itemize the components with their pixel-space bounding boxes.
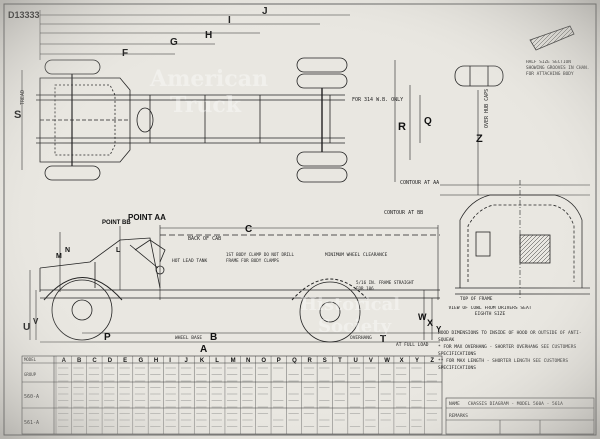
dim-Z: Z — [476, 133, 483, 145]
dim-M: M — [56, 253, 62, 260]
dim-V: V — [33, 317, 39, 326]
watermark-line: American — [149, 66, 268, 92]
cowl-caption-wrap: VIEW OF COWL FROM DRIVERS SEAT EIGHTH SI… — [448, 306, 532, 317]
watermark-line: Truck — [170, 92, 242, 118]
dim-I: I — [228, 15, 231, 26]
dim-U: U — [23, 322, 30, 333]
cowl-view — [440, 180, 590, 300]
table-col-header: P — [277, 358, 281, 364]
table-col-header: R — [307, 358, 312, 364]
table-row-header: 560-A — [24, 394, 39, 400]
table-col-header: H — [154, 358, 158, 364]
table-col-header: L — [215, 358, 219, 364]
table-col-header: D — [108, 358, 113, 364]
table-row-header: 561-A — [24, 420, 39, 426]
half-size-section-note: HALF SIZE SECTION SHOWING GROOVES IN CHA… — [526, 60, 590, 77]
table-col-header: U — [354, 358, 358, 364]
dim-R: R — [398, 121, 406, 133]
table-col-header: O — [261, 358, 266, 364]
hot-lead-note: HOT LEAD TANK — [172, 258, 208, 264]
dim-W: W — [418, 312, 427, 322]
title-name-label: NAME — [449, 401, 460, 407]
body-clamp-note: 1ST BODY CLAMP DO NOT DRILL FRAME FOR BO… — [226, 252, 295, 263]
dim-J: J — [262, 6, 268, 17]
dim-A: A — [200, 344, 207, 355]
dim-B: B — [210, 332, 217, 343]
dim-C: C — [245, 224, 252, 235]
table-row-header: MODEL — [24, 357, 37, 362]
dim-N: N — [65, 247, 70, 254]
watermark: American Truck Historical Society — [149, 66, 400, 337]
spec-note: HOOD DIMENSIONS TO INSIDE OF HOOD OR OUT… — [438, 331, 582, 343]
table-col-header: B — [77, 358, 82, 364]
dimension-table-grid — [21, 355, 443, 435]
title-remarks-label: REMARKS — [449, 413, 468, 419]
table-col-header: E — [123, 358, 127, 364]
dim-P: P — [104, 332, 111, 343]
dim-F: F — [122, 48, 128, 59]
spec-note: * FOR MAX OVERHANG - SHORTER OVERHANG SE… — [438, 345, 577, 357]
point-aa-label: POINT AA — [128, 213, 166, 222]
top-of-frame-label: TOP OF FRAME — [460, 296, 493, 302]
dim-S: S — [14, 109, 21, 121]
watermark-line: Society — [318, 316, 392, 337]
contour-bb-label: CONTOUR AT BB — [384, 210, 423, 216]
tread-label: TREAD — [20, 90, 26, 105]
table-col-header: Y — [415, 358, 419, 364]
dim-H: H — [205, 30, 212, 41]
drawing-number: D13333 — [8, 10, 40, 20]
table-col-header: J — [185, 358, 188, 364]
body-clamp-note-wrap: 1ST BODY CLAMP DO NOT DRILL FRAME FOR BO… — [226, 252, 295, 263]
table-col-header: A — [62, 358, 67, 364]
table-col-header: V — [369, 358, 373, 364]
spec-notes-wrap: HOOD DIMENSIONS TO INSIDE OF HOOD OR OUT… — [438, 330, 594, 372]
table-col-header: T — [338, 358, 342, 364]
dim-L: L — [116, 247, 121, 254]
over-hub-caps-label: OVER HUB CAPS — [484, 89, 490, 128]
table-col-header: C — [92, 358, 97, 364]
back-of-cab-note: BACK OF CAB — [188, 236, 221, 242]
spec-notes: HOOD DIMENSIONS TO INSIDE OF HOOD OR OUT… — [438, 330, 594, 372]
dim-G: G — [170, 37, 178, 48]
dimension-table-fills — [58, 367, 437, 427]
table-col-header: K — [200, 358, 205, 364]
wheel-base-note: WHEEL BASE — [175, 335, 202, 341]
wheel-clearance-note: MINIMUM WHEEL CLEARANCE — [325, 252, 388, 258]
table-col-header: Q — [292, 358, 297, 364]
table-col-header: W — [384, 358, 390, 364]
frame-width-note: FOR 314 W.B. ONLY — [352, 97, 403, 103]
table-col-header: X — [400, 358, 404, 364]
table-col-header: Z — [430, 358, 434, 364]
channel-section-detail — [454, 25, 575, 195]
full-load-note: AT FULL LOAD — [396, 342, 429, 348]
watermark-line: Historical — [300, 294, 400, 315]
table-col-header: G — [138, 358, 143, 364]
table-col-header: N — [246, 358, 250, 364]
cowl-view-caption: VIEW OF COWL FROM DRIVERS SEAT EIGHTH SI… — [448, 306, 532, 317]
point-bb-label: POINT BB — [102, 220, 131, 226]
title-name-value: CHASSIS DIAGRAM - MODEL 560A - 561A — [468, 401, 563, 407]
dim-X: X — [427, 318, 433, 328]
spec-note: ** FOR MAX LENGTH - SHORTER LENGTH SEE C… — [438, 359, 569, 371]
table-row-header: GROUP — [24, 372, 37, 377]
contour-aa-label: CONTOUR AT AA — [400, 180, 439, 186]
dim-Q: Q — [424, 116, 432, 127]
half-size-section-note-wrap: HALF SIZE SECTION SHOWING GROOVES IN CHA… — [526, 60, 590, 77]
frame-straight-note: 5/16 IN. FRAME STRAIGHT FOR 106 — [356, 280, 414, 291]
table-col-header: M — [231, 358, 236, 364]
table-col-header: S — [323, 358, 327, 364]
